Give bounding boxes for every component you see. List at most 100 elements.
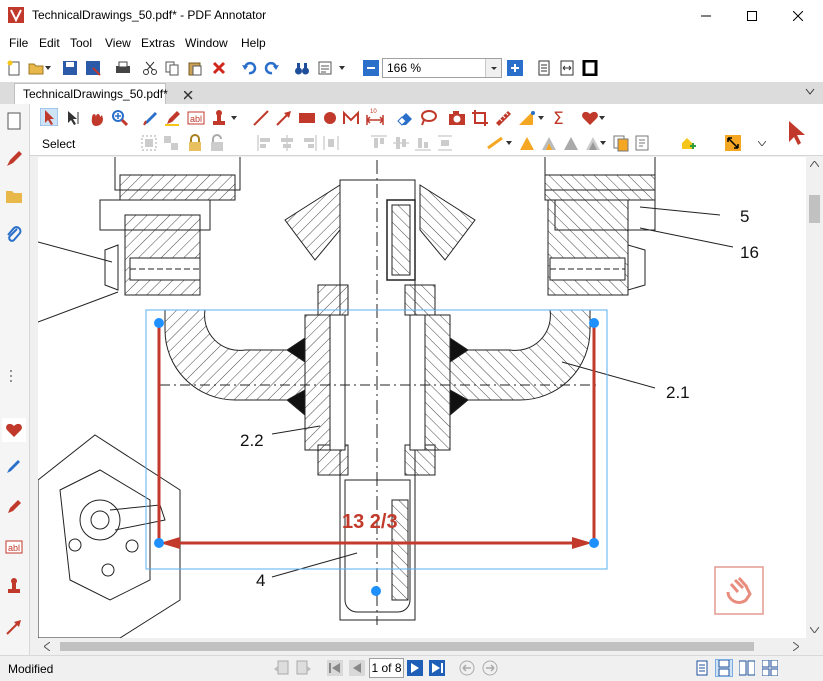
zoom-out-button[interactable] (362, 59, 380, 77)
chevron-down-icon[interactable] (758, 141, 766, 146)
selection-handle[interactable] (371, 586, 381, 596)
align-top-icon[interactable] (370, 134, 388, 152)
copy-button[interactable] (163, 59, 181, 77)
sidebar-attachments-button[interactable] (4, 224, 24, 244)
chevron-down-icon[interactable] (538, 116, 544, 120)
scroll-left-icon[interactable] (44, 642, 50, 651)
menu-view[interactable]: View (105, 36, 131, 50)
document-canvas[interactable]: 5 16 2.1 2.2 4 13 2/3 (38, 157, 806, 638)
measure-tool-icon[interactable]: 10 (366, 106, 384, 126)
two-page-continuous-view-button[interactable] (762, 660, 778, 676)
menu-tool[interactable]: Tool (70, 36, 93, 50)
chevron-down-icon[interactable] (506, 141, 512, 145)
print-button[interactable] (114, 59, 132, 77)
previous-page-button[interactable] (349, 660, 365, 676)
new-document-button[interactable] (5, 59, 23, 77)
open-button[interactable] (27, 59, 45, 77)
horizontal-scroll-thumb[interactable] (60, 642, 754, 651)
fit-width-button[interactable] (558, 59, 576, 77)
next-page-button[interactable] (407, 660, 423, 676)
paste-button[interactable] (186, 59, 204, 77)
measurement-annotation[interactable]: 13 2/3 (145, 309, 608, 596)
arrow-tool-icon[interactable] (275, 109, 293, 127)
find-dropdown[interactable] (338, 59, 346, 77)
minimize-button[interactable] (683, 0, 729, 31)
delete-button[interactable] (210, 59, 228, 77)
fit-page-button[interactable] (535, 59, 553, 77)
highlighter-icon[interactable] (164, 109, 182, 127)
chevron-down-icon[interactable] (599, 116, 605, 120)
distribute-vertical-icon[interactable] (436, 134, 454, 152)
continuous-view-button[interactable] (715, 659, 733, 677)
zoom-tool-icon[interactable] (111, 109, 129, 127)
align-bottom-icon[interactable] (414, 134, 432, 152)
cut-button[interactable] (141, 59, 159, 77)
line-tool-icon[interactable] (252, 109, 270, 127)
copy-style-icon[interactable] (612, 134, 630, 152)
chevron-down-icon[interactable] (231, 116, 237, 120)
sidebar-favorites-button[interactable] (2, 418, 26, 442)
ruler-icon[interactable] (494, 109, 512, 127)
polyline-tool-icon[interactable] (342, 109, 360, 127)
crop-icon[interactable] (471, 109, 489, 127)
distribute-horizontal-icon[interactable] (322, 134, 340, 152)
send-backward-icon[interactable] (584, 134, 602, 152)
ungroup-icon[interactable] (162, 134, 180, 152)
tab-list-chevron-icon[interactable] (805, 88, 815, 96)
sidebar-stamp-button[interactable] (4, 576, 24, 596)
sidebar-highlighter-button[interactable] (4, 497, 24, 517)
selection-handle[interactable] (154, 538, 164, 548)
favorites-heart-icon[interactable] (581, 109, 599, 127)
menu-extras[interactable]: Extras (141, 36, 176, 50)
resize-toolbar-icon[interactable] (724, 134, 742, 152)
vertical-scrollbar[interactable] (806, 157, 823, 638)
vertical-scroll-thumb[interactable] (809, 195, 820, 223)
bring-forward-icon[interactable] (562, 134, 580, 152)
align-left-icon[interactable] (256, 134, 274, 152)
ellipse-tool-icon[interactable] (321, 109, 339, 127)
document-tab[interactable]: TechnicalDrawings_50.pdf* (14, 83, 193, 104)
align-center-icon[interactable] (278, 134, 296, 152)
undo-button[interactable] (240, 59, 258, 77)
line-style-icon[interactable] (486, 134, 504, 152)
sidebar-textbox-button[interactable]: abl (4, 537, 24, 557)
menu-window[interactable]: Window (185, 36, 228, 50)
two-page-view-button[interactable] (739, 660, 755, 676)
add-favorite-icon[interactable] (678, 134, 696, 152)
sidebar-annotations-button[interactable] (4, 149, 24, 169)
first-page-button[interactable] (327, 660, 343, 676)
menu-help[interactable]: Help (241, 36, 266, 50)
chevron-down-icon[interactable] (600, 141, 606, 145)
sidebar-bookmarks-button[interactable] (4, 186, 24, 206)
find-options-button[interactable] (316, 59, 334, 77)
redo-button[interactable] (263, 59, 281, 77)
paste-style-icon[interactable] (634, 134, 652, 152)
history-back-button[interactable] (273, 660, 289, 676)
lock-icon[interactable] (186, 134, 204, 152)
maximize-button[interactable] (729, 0, 775, 31)
close-button[interactable] (775, 0, 821, 31)
hand-tool-overlay[interactable] (714, 566, 764, 615)
selection-handle[interactable] (589, 538, 599, 548)
lasso-icon[interactable] (419, 109, 437, 127)
rectangle-tool-icon[interactable] (298, 109, 316, 127)
last-page-button[interactable] (429, 660, 445, 676)
save-as-button[interactable] (84, 59, 102, 77)
sidebar-arrow-button[interactable] (4, 617, 24, 637)
find-button[interactable] (293, 59, 311, 77)
bring-front-icon[interactable] (540, 134, 558, 152)
zoom-in-button[interactable] (506, 59, 524, 77)
history-forward-button[interactable] (296, 660, 312, 676)
stamp-icon[interactable] (210, 109, 228, 127)
hand-icon[interactable] (88, 109, 106, 127)
zoom-combobox[interactable]: 166 % (382, 58, 502, 78)
select-arrow-icon[interactable] (40, 108, 58, 126)
save-button[interactable] (61, 59, 79, 77)
open-dropdown[interactable] (44, 59, 52, 77)
sidebar-splitter-icon[interactable] (9, 369, 13, 383)
horizontal-scrollbar[interactable] (38, 638, 806, 655)
scroll-right-icon[interactable] (793, 642, 799, 651)
selection-handle[interactable] (589, 318, 599, 328)
sigma-icon[interactable]: Σ (551, 108, 569, 126)
view-back-button[interactable] (459, 660, 475, 676)
